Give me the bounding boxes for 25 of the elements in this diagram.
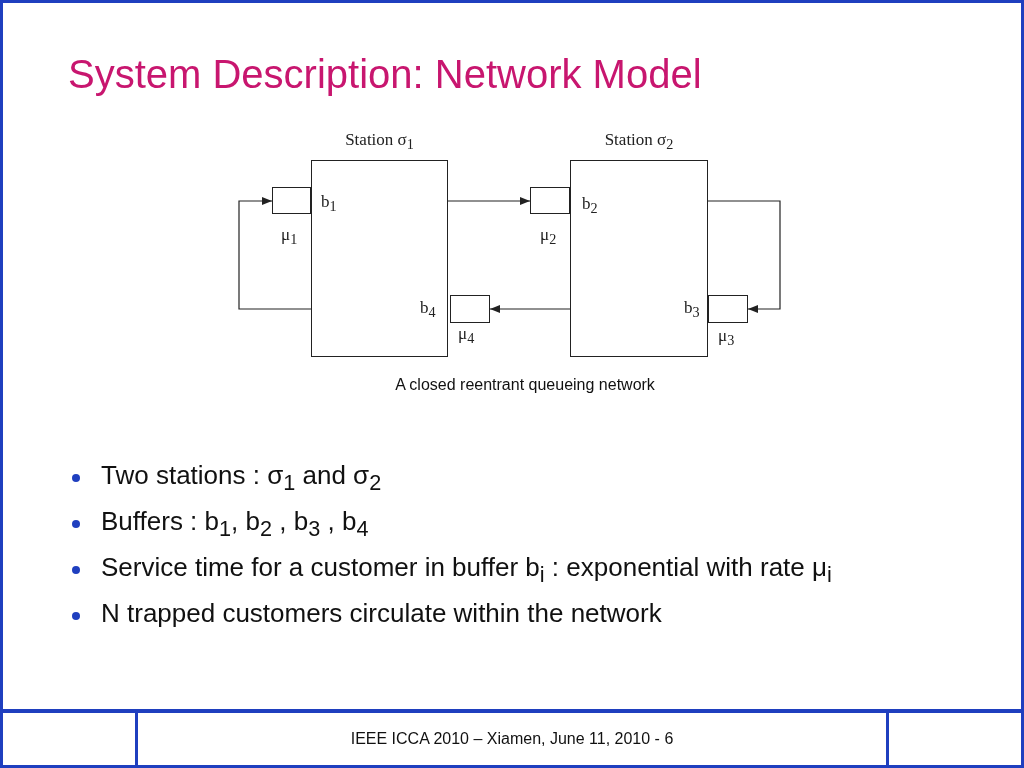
- arrow: [489, 305, 571, 313]
- buffer-box: [272, 187, 311, 214]
- arrow: [447, 197, 531, 205]
- bullet-text: N trapped customers circulate within the network: [101, 598, 662, 629]
- rate-label: μ$_{1}$: [281, 225, 298, 249]
- station-label: Station σ$_{1}$: [344, 130, 415, 154]
- buffer-label: b$_{3}$: [684, 298, 700, 322]
- buffer-box: [708, 295, 748, 323]
- buffer-label: b$_{4}$: [420, 298, 436, 322]
- buffer-box: [450, 295, 490, 323]
- figure-caption: A closed reentrant queueing network: [394, 376, 656, 394]
- arrow: [238, 197, 312, 310]
- buffer-box: [530, 187, 570, 214]
- buffer-label: b$_{1}$: [321, 192, 337, 216]
- bullet-text: Two stations : σ$_{1}$ and σ$_{2}$: [101, 460, 382, 497]
- buffer-label: b$_{2}$: [582, 194, 598, 218]
- bullet-text: Buffers : b$_{1}$, b$_{2}$ , b$_{3}$ , b$_{4}$: [101, 506, 369, 543]
- bullet-text: Service time for a customer in buffer b$_{i}$ : exponential with rate μ$_{i}$: [101, 552, 832, 589]
- rate-label: μ$_{2}$: [540, 225, 557, 249]
- rate-label: μ$_{3}$: [718, 326, 735, 350]
- station-label: Station σ$_{2}$: [603, 130, 675, 154]
- slide-title: System Description: Network Model: [68, 52, 702, 97]
- footer-text: IEEE ICCA 2010 – Xiamen, June 11, 2010 - 6: [349, 730, 675, 748]
- arrow: [707, 200, 781, 313]
- rate-label: μ$_{4}$: [458, 324, 475, 348]
